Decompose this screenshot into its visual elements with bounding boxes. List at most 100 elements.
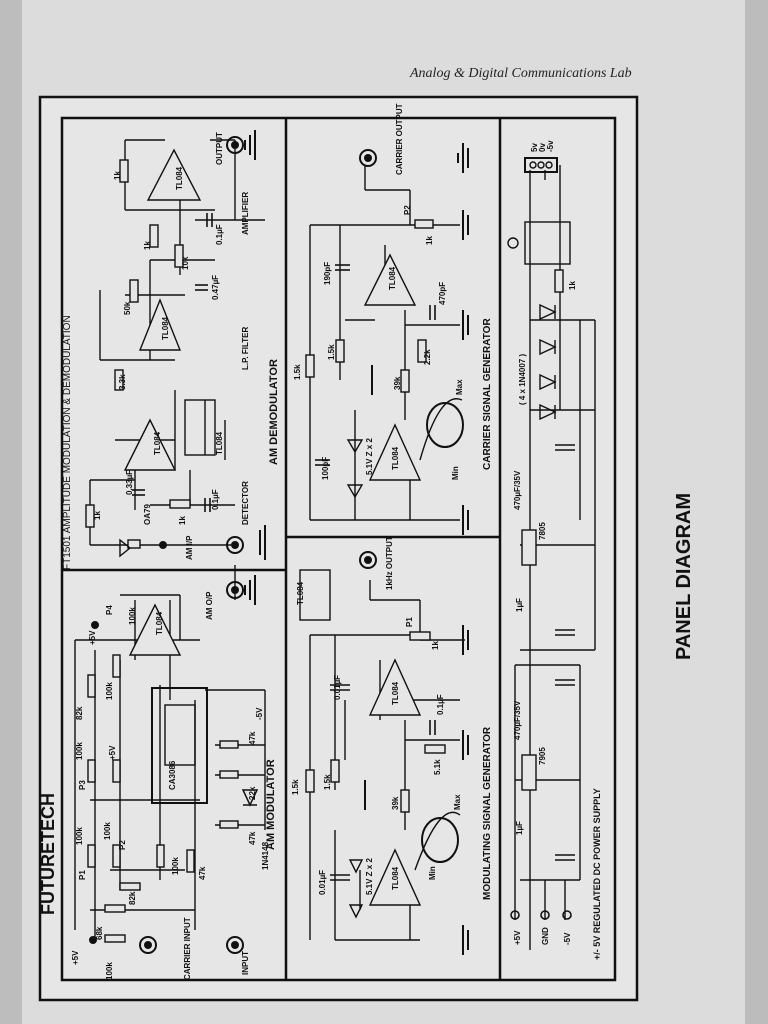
- v5-label: 5v: [530, 143, 539, 152]
- zener-label-mod: 5.1V Z x 2: [365, 858, 374, 895]
- khz-output-label: 1kHz OUTPUT: [385, 536, 394, 590]
- r68k-label: 68k: [95, 926, 104, 940]
- c470p-carrier: 470pF: [438, 282, 447, 305]
- ground-symbols-carrier: [371, 143, 469, 535]
- r1k-demod-2: 1k: [178, 516, 187, 525]
- r1k-power: 1k: [568, 281, 577, 290]
- cap-470-2: 470µF/35V: [513, 700, 522, 740]
- diode-1n4148: [241, 789, 259, 807]
- r100k-label-e: 100k: [128, 607, 137, 625]
- r1k-demod: 1k: [93, 511, 102, 520]
- bridge-label: ( 4 x 1N4007 ): [518, 354, 527, 405]
- am-op-label: AM O/P: [205, 591, 214, 620]
- am-demodulator-jacks: [159, 136, 244, 554]
- r100k-label-c: 100k: [105, 682, 114, 700]
- diode-oa79: [119, 538, 132, 558]
- c01-mod: 0.1µF: [436, 694, 445, 715]
- plus5v-label-mod3: +5V: [108, 745, 117, 760]
- r5k1-mod: 5.1k: [433, 759, 442, 775]
- am-demodulator-caps: [132, 213, 213, 512]
- modulating-jacks: [359, 551, 377, 569]
- gnd-terminal: GND: [541, 927, 550, 945]
- panel-title: FT1501 AMPLITUDE MODULATION & DEMODULATI…: [62, 315, 73, 570]
- carrier-parts: [305, 219, 434, 481]
- tl084-demod-4: TL084: [175, 166, 184, 190]
- r82k-label-b: 82k: [128, 891, 137, 905]
- tl084-carrier-1: TL084: [388, 266, 397, 290]
- r47k-label: 47k: [198, 866, 207, 880]
- min-label-mod: Min: [428, 866, 437, 880]
- r50k-label: 50k: [123, 301, 132, 315]
- tl084-carrier-2: TL084: [391, 446, 400, 470]
- r100k-label-a: 100k: [75, 742, 84, 760]
- r47k-label-b: 47k: [248, 831, 257, 845]
- scan-shadow-left: [0, 0, 22, 1024]
- max-label-carrier: Max: [455, 379, 464, 395]
- r2k2-carrier: 2.2k: [423, 349, 432, 365]
- c01-demod: 0.1µF: [211, 489, 220, 510]
- plus5v-label-mod2: +5V: [88, 630, 97, 645]
- cap-470-1: 470µF/35V: [513, 470, 522, 510]
- diagram-title: PANEL DIAGRAM: [673, 493, 695, 660]
- r3k3-label: 3.3k: [118, 374, 127, 390]
- p1-mod-label: P1: [405, 617, 414, 627]
- am-demodulator-labels: AM I/P DETECTOR L.P. FILTER AMPLIFIER OU…: [93, 132, 250, 560]
- zener-label-carrier: 5.1V Z x 2: [365, 438, 374, 475]
- carrier-output-label: CARRIER OUTPUT: [395, 103, 404, 175]
- p4-label: P4: [105, 605, 114, 615]
- carrier-input-label: CARRIER INPUT: [183, 917, 192, 980]
- carrier-knob-arc: [419, 398, 463, 461]
- carrier-knob: [426, 402, 464, 448]
- r22k-label: 22k: [248, 786, 257, 800]
- tl084-mod-2: TL084: [391, 866, 400, 890]
- section-am-modulator: AM MODULATOR: [265, 759, 277, 850]
- section-power: +/- 5V REGULATED DC POWER SUPPLY: [592, 788, 602, 960]
- power-caps: [555, 444, 575, 861]
- modulating-caps: [330, 684, 436, 881]
- tl084-demod-3: TL084: [161, 316, 170, 340]
- ground-symbols-mod: [364, 625, 469, 955]
- carrier-labels: CARRIER OUTPUT TL084 TL084 Min Max 5.1V …: [293, 103, 464, 480]
- section-am-demodulator: AM DEMODULATOR: [268, 359, 280, 465]
- am-ip-label: AM I/P: [185, 535, 194, 560]
- brand-title: FUTURETECH: [38, 793, 58, 915]
- v0-label: 0v: [538, 143, 547, 152]
- ca3086-label: CA3086: [168, 760, 177, 790]
- modulating-labels: 1kHz OUTPUT TL084 TL084 TL084 Min Max 5.…: [291, 536, 462, 895]
- 1n4148-label: 1N4148: [261, 841, 270, 870]
- scan-shadow-right: [745, 0, 768, 1024]
- c100p-carrier: 190pF: [323, 262, 332, 285]
- c01-demod-2: 0.1µF: [215, 224, 224, 245]
- reg-7905: 7905: [538, 747, 547, 765]
- am-demodulator-parts: [85, 148, 216, 549]
- r10k-demod: 10k: [181, 256, 190, 270]
- r1k-mod: 1k: [431, 641, 440, 650]
- r1k-carrier: 1k: [425, 236, 434, 245]
- minus5v-label-mod: -5V: [255, 707, 264, 720]
- p1-label: P1: [78, 870, 87, 880]
- amplifier-label: AMPLIFIER: [241, 192, 250, 235]
- c001-mod-2: 0.01µF: [318, 870, 327, 895]
- ground-symbols-top: [244, 130, 266, 605]
- r100k-label-f: 100k: [171, 857, 180, 875]
- tl084-demod-2: TL084: [215, 431, 224, 455]
- r1k5-carrier: 1.5k: [293, 364, 302, 380]
- c100p-carrier-2: 100pF: [321, 457, 330, 480]
- tl084-am-mod: TL084: [155, 611, 164, 635]
- inner-frame: [60, 116, 617, 982]
- am-modulator-parts: [87, 603, 239, 943]
- output-label: OUTPUT: [215, 132, 224, 165]
- tl084-mod-1: TL084: [391, 681, 400, 705]
- power-labels: +5V GND -5V ( 4 x 1N4007 ) 7805 7905 470…: [513, 140, 577, 945]
- bridge-diodes: [539, 303, 557, 421]
- carrier-jacks: [359, 149, 377, 167]
- c047-label: 0.47µF: [211, 275, 220, 300]
- lab-header: Analog & Digital Communications Lab: [410, 66, 632, 81]
- c001-mod: 0.01µF: [333, 675, 342, 700]
- am-modulator-labels: CARRIER INPUT INPUT AM O/P CA3086 1N4148…: [71, 591, 270, 980]
- cap-1u-1: 1µF: [515, 598, 524, 612]
- r39k-carrier: 39k: [393, 376, 402, 390]
- r1k5-mod: 1.5k: [291, 779, 300, 795]
- p2-label: P2: [118, 840, 127, 850]
